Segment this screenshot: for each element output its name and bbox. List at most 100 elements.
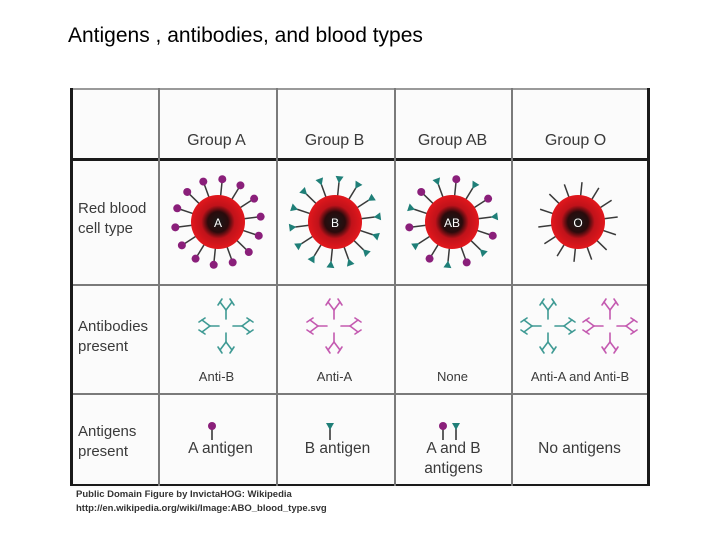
antibody-y-shape [601,332,619,354]
grid-line-header [70,158,650,161]
antigen-b-tip [307,255,315,264]
red-cell-group-a: A [171,175,265,269]
antibody-name-group-o: Anti-A and Anti-B [530,369,630,384]
antigen-a-tip [425,254,434,263]
antibody-y-shape [217,298,235,320]
antibody-name-group-a: Anti-B [198,369,235,384]
antigen-stalk [460,246,467,260]
antigen-name-group-ab: A and B antigens [396,439,511,479]
grid-line-col4 [511,88,513,486]
cell-label-b: B [331,216,339,230]
column-header-group-o: Group O [544,132,607,149]
antigen-b-tip [315,177,324,186]
antigen-stalk [417,235,431,245]
antibody-y-shape [198,317,220,335]
antigen-a-tip [228,258,237,267]
antigen-a-tip [199,177,208,186]
antibody-cluster-anti-a [306,298,362,354]
antigen-a-tip [218,175,227,184]
antigen-stalk [563,184,570,198]
antigen-stalk [538,224,553,228]
antigen-stalk [242,229,257,236]
antigen-a-tip [209,260,218,269]
antigen-stalk [179,208,194,215]
antigen-stalk [236,239,248,251]
antigen-stalk [464,187,474,201]
antigen-b-tip [299,187,308,195]
antigen-stalk [188,193,200,205]
antigen-stalk [305,193,317,205]
row-label-antigens-line1: Antigens [78,423,137,440]
antigen-stalk [430,243,440,257]
antigen-a-tip [488,231,497,240]
antigen-b-tip [407,203,416,212]
antigen-b-tip [288,223,297,232]
antibody-y-shape [616,317,638,335]
antigen-a-tip [171,223,180,232]
red-cell-group-b: B [288,175,382,269]
antigen-stalk [412,224,427,228]
antigen-spikes-a [171,175,265,269]
antigen-b-tip [290,203,299,212]
cell-label-a: A [214,216,222,230]
antibody-y-shape [539,298,557,320]
antigen-stalk [437,184,444,198]
antigen-stalk [313,243,323,257]
antigen-b-tip [362,249,371,257]
column-header-group-b: Group B [304,132,365,149]
antigen-a-tip [191,254,200,263]
antibody-y-shape [306,317,328,335]
antibody-y-shape [232,317,254,335]
antigen-a-tip [417,187,426,196]
antigen-name-group-b: B antigen [304,440,371,457]
antigen-stalk [453,182,457,197]
antibody-name-group-b: Anti-A [316,369,353,384]
antigen-b-tip [346,258,355,267]
antigen-stalk [196,243,206,257]
antigen-a-tip [173,204,182,213]
antigen-a-icon [208,422,216,440]
grid-line-bottom [70,484,650,486]
antigen-stalk [599,199,613,209]
antibody-y-shape [340,317,362,335]
grid-line-col2 [276,88,278,486]
grid-line-col0 [70,88,73,486]
antibody-y-shape [325,332,343,354]
antigen-ab-icon [439,422,460,440]
column-header-group-a: Group A [187,132,246,149]
antigen-b-tip [411,243,420,251]
antigen-b-icon [326,423,334,440]
antigen-stalk [320,184,327,198]
cell-body-b [308,195,362,249]
row-label-antibodies: Antibodies present [78,317,148,357]
red-cell-group-o: O [538,182,618,262]
antigen-stalk [602,229,617,236]
cell-body-ab [425,195,479,249]
antigen-a-tip [256,212,265,221]
cell-label-ab: AB [444,216,460,230]
antigen-b-tip [472,180,480,189]
grid-line-row3 [70,393,650,395]
antigen-stalk [473,199,487,209]
antigen-b-tip [326,260,335,269]
antibody-cluster-o-anti-a [520,298,576,354]
antibody-cluster-o-anti-b [582,298,638,354]
antibody-y-shape [325,298,343,320]
antigen-stalk [543,235,557,245]
cell-body-a [191,195,245,249]
antigen-stalk [603,216,618,220]
antigen-stalk [359,229,374,236]
antigen-stalk [356,199,370,209]
antigen-stalk [347,187,357,201]
antigen-stalk [573,247,577,262]
antibody-name-group-ab: None [436,369,469,384]
antigen-stalk [548,193,560,205]
cell-label-o: O [573,216,582,230]
antigen-stalk [343,246,350,260]
antigen-stalk [300,235,314,245]
antigen-stalk [413,208,428,215]
antigen-stalk [477,216,492,220]
grid-line-col3 [394,88,396,486]
antigen-a-tip [452,175,461,184]
antigen-spikes-ab [405,175,499,269]
